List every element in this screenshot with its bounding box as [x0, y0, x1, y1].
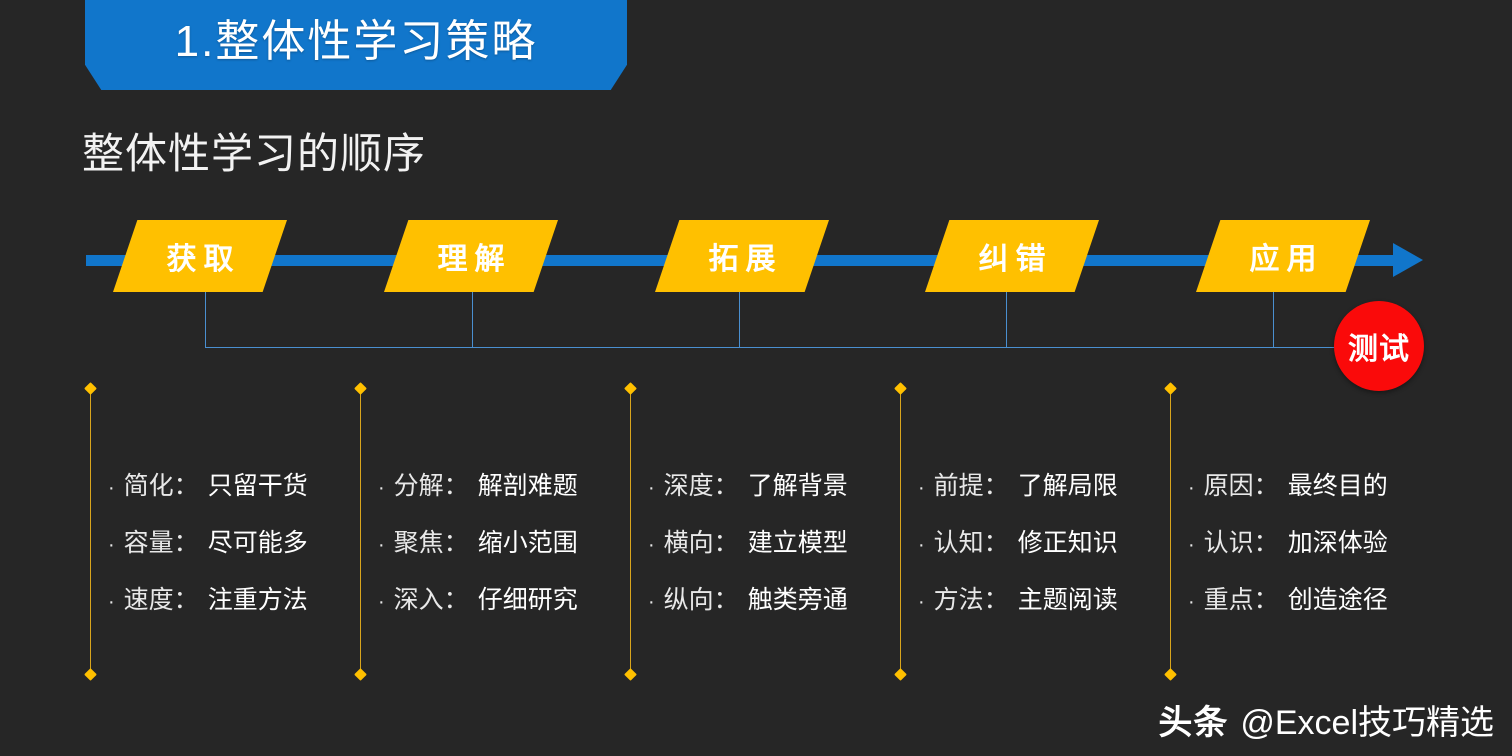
list-item-key: 速度：: [123, 586, 199, 614]
list-item: · 认知： 修正知识: [918, 523, 1168, 559]
bullet-icon: ·: [918, 591, 925, 613]
step-connector-line: [1273, 292, 1274, 348]
list-item-value: 只留干货: [207, 472, 308, 500]
list-item-key: 原因：: [1203, 472, 1279, 500]
list-item-value: 尽可能多: [207, 529, 308, 557]
process-step-label: 纠错: [978, 243, 1053, 276]
list-item-key: 深度：: [663, 472, 739, 500]
process-step-label: 获取: [166, 243, 241, 276]
list-item-key: 重点：: [1203, 586, 1279, 614]
list-item: · 速度： 注重方法: [108, 580, 358, 616]
list-item-key: 纵向：: [663, 586, 739, 614]
watermark-brand: 头条: [1158, 704, 1229, 742]
list-item-key: 容量：: [123, 529, 199, 557]
test-badge-label: 测试: [1348, 333, 1410, 366]
test-badge[interactable]: 测试: [1334, 301, 1424, 391]
list-item-key: 方法：: [933, 586, 1009, 614]
step-connector-rail: [205, 347, 1343, 348]
list-item-key: 认知：: [933, 529, 1009, 557]
list-item: · 前提： 了解局限: [918, 466, 1168, 502]
list-item-key: 分解：: [393, 472, 469, 500]
list-item-key: 认识：: [1203, 529, 1279, 557]
bullet-icon: ·: [378, 591, 385, 613]
list-item-value: 了解背景: [747, 472, 848, 500]
list-item-value: 创造途径: [1287, 586, 1388, 614]
list-item-value: 了解局限: [1017, 472, 1118, 500]
page-subtitle: 整体性学习的顺序: [82, 130, 427, 177]
process-step-应用[interactable]: 应用: [1196, 220, 1370, 292]
list-item-value: 缩小范围: [477, 529, 578, 557]
list-item: · 聚焦： 缩小范围: [378, 523, 628, 559]
step-connector-line: [1006, 292, 1007, 348]
detail-column-获取: · 简化： 只留干货 · 容量： 尽可能多 · 速度： 注重方法: [108, 466, 358, 637]
process-step-label: 理解: [437, 243, 512, 276]
process-axis-arrow-icon: [1393, 243, 1423, 277]
list-item-value: 最终目的: [1287, 472, 1388, 500]
list-item-key: 简化：: [123, 472, 199, 500]
watermark: 头条 @Excel技巧精选: [1158, 695, 1494, 744]
bullet-icon: ·: [1188, 591, 1195, 613]
list-item: · 原因： 最终目的: [1188, 466, 1438, 502]
bullet-icon: ·: [108, 534, 115, 556]
list-item: · 重点： 创造途径: [1188, 580, 1438, 616]
list-item-value: 主题阅读: [1017, 586, 1118, 614]
process-step-获取[interactable]: 获取: [113, 220, 287, 292]
list-item-key: 深入：: [393, 586, 469, 614]
process-step-纠错[interactable]: 纠错: [925, 220, 1099, 292]
list-item-key: 前提：: [933, 472, 1009, 500]
bullet-icon: ·: [648, 534, 655, 556]
bullet-icon: ·: [108, 477, 115, 499]
step-connector-line: [205, 292, 206, 348]
process-step-理解[interactable]: 理解: [384, 220, 558, 292]
list-item: · 简化： 只留干货: [108, 466, 358, 502]
list-item-value: 仔细研究: [477, 586, 578, 614]
column-separator: [1170, 389, 1171, 674]
list-item-value: 建立模型: [747, 529, 848, 557]
list-item: · 深入： 仔细研究: [378, 580, 628, 616]
section-title-text: 1.整体性学习策略: [174, 17, 538, 66]
detail-column-纠错: · 前提： 了解局限 · 认知： 修正知识 · 方法： 主题阅读: [918, 466, 1168, 637]
list-item-value: 触类旁通: [747, 586, 848, 614]
list-item: · 纵向： 触类旁通: [648, 580, 898, 616]
step-connector-line: [472, 292, 473, 348]
bullet-icon: ·: [918, 477, 925, 499]
step-connector-line: [739, 292, 740, 348]
process-step-label: 拓展: [708, 243, 783, 276]
column-separator: [90, 389, 91, 674]
section-title-banner: 1.整体性学习策略: [85, 0, 627, 90]
bullet-icon: ·: [108, 591, 115, 613]
list-item: · 深度： 了解背景: [648, 466, 898, 502]
bullet-icon: ·: [1188, 477, 1195, 499]
column-separator: [360, 389, 361, 674]
list-item-key: 横向：: [663, 529, 739, 557]
detail-column-拓展: · 深度： 了解背景 · 横向： 建立模型 · 纵向： 触类旁通: [648, 466, 898, 637]
process-step-label: 应用: [1249, 243, 1324, 276]
column-separator: [900, 389, 901, 674]
bullet-icon: ·: [378, 477, 385, 499]
bullet-icon: ·: [378, 534, 385, 556]
watermark-handle: @Excel技巧精选: [1240, 704, 1494, 742]
detail-column-理解: · 分解： 解剖难题 · 聚焦： 缩小范围 · 深入： 仔细研究: [378, 466, 628, 637]
bullet-icon: ·: [1188, 534, 1195, 556]
detail-column-应用: · 原因： 最终目的 · 认识： 加深体验 · 重点： 创造途径: [1188, 466, 1438, 637]
list-item: · 容量： 尽可能多: [108, 523, 358, 559]
list-item: · 分解： 解剖难题: [378, 466, 628, 502]
bullet-icon: ·: [648, 591, 655, 613]
list-item-key: 聚焦：: [393, 529, 469, 557]
list-item-value: 解剖难题: [477, 472, 578, 500]
list-item-value: 修正知识: [1017, 529, 1118, 557]
list-item: · 认识： 加深体验: [1188, 523, 1438, 559]
list-item-value: 注重方法: [207, 586, 308, 614]
bullet-icon: ·: [648, 477, 655, 499]
list-item: · 方法： 主题阅读: [918, 580, 1168, 616]
list-item: · 横向： 建立模型: [648, 523, 898, 559]
bullet-icon: ·: [918, 534, 925, 556]
process-step-拓展[interactable]: 拓展: [655, 220, 829, 292]
list-item-value: 加深体验: [1287, 529, 1388, 557]
column-separator: [630, 389, 631, 674]
